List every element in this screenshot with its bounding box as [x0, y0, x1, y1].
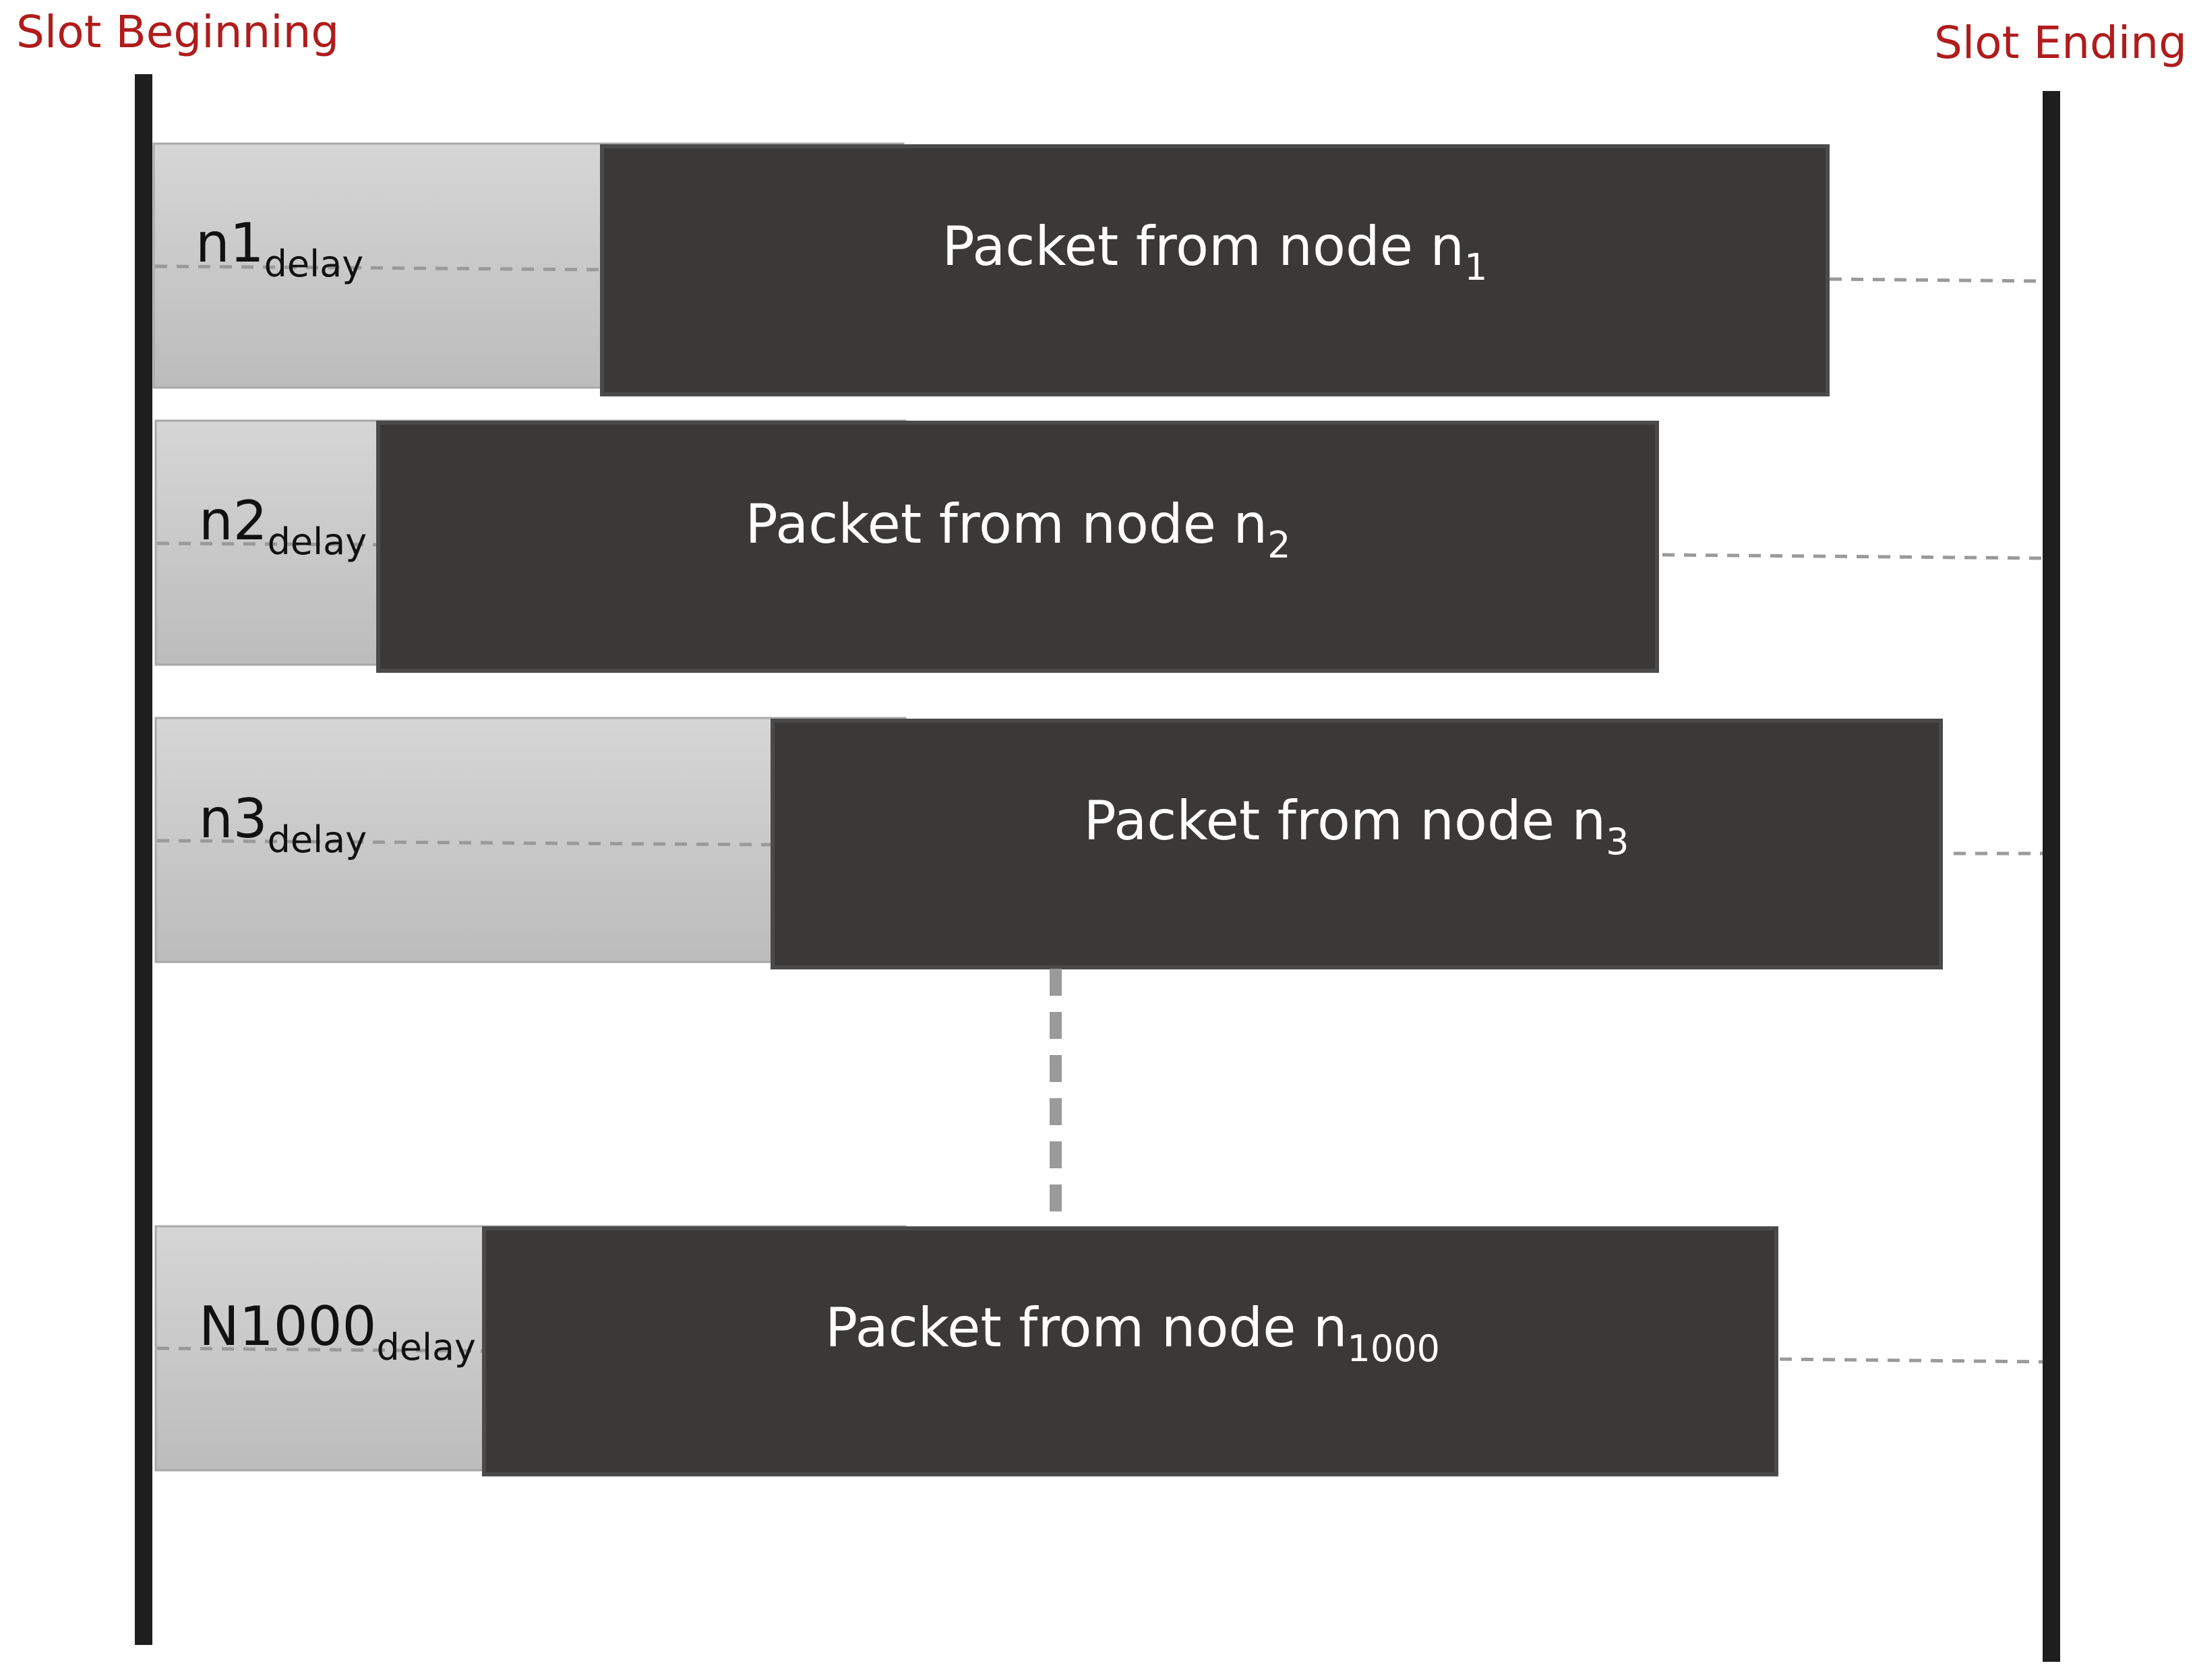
delay-label-1: n1delay	[195, 212, 363, 285]
packet-bar-2	[376, 421, 1659, 673]
node-row-1: n1delay Packet from node n1	[152, 142, 2043, 396]
packet-label-3: Packet from node n3	[1084, 789, 1629, 863]
slot-ending-line	[2043, 91, 2060, 1662]
packet-bar-1	[600, 144, 1830, 396]
packet-label-1: Packet from node n1	[942, 215, 1488, 289]
delay-dash-2	[156, 541, 378, 547]
slot-beginning-label: Slot Beginning	[16, 6, 339, 58]
packet-label-1000: Packet from node n1000	[825, 1296, 1440, 1370]
packet-bar-3	[771, 719, 1943, 969]
node-row-2: n2delay Packet from node n2	[154, 419, 2043, 673]
slot-dash-1000	[1779, 1357, 2043, 1364]
slot-ending-label: Slot Ending	[1934, 17, 2187, 69]
slot-dash-1	[1829, 277, 2043, 283]
slot-beginning-line	[135, 74, 152, 1645]
delay-dash-3	[156, 839, 773, 847]
delay-label-3: n3delay	[199, 787, 367, 861]
delay-label-2: n2delay	[199, 489, 367, 563]
delay-dash-1	[154, 264, 602, 272]
delay-label-1000: N1000delay	[199, 1295, 476, 1369]
slot-dash-2	[1662, 553, 2043, 560]
node-row-3: n3delay Packet from node n3	[154, 717, 2043, 969]
node-row-1000: N1000delay Packet from node n1000	[154, 1225, 2043, 1476]
delay-dash-1000	[156, 1346, 483, 1353]
packet-label-2: Packet from node n2	[746, 493, 1291, 566]
packet-bar-1000	[482, 1226, 1778, 1476]
